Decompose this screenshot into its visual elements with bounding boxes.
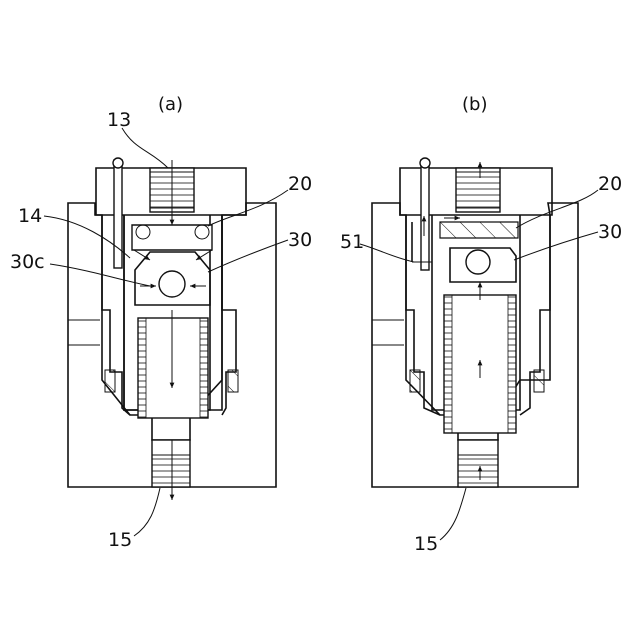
label-51: 51 (340, 231, 364, 253)
label-13: 13 (107, 109, 131, 131)
label-30-b: 30 (598, 221, 622, 243)
panel-b: (b) 20 51 30 15 (340, 94, 622, 555)
panel-b-caption: (b) (462, 94, 487, 115)
label-20-b: 20 (598, 173, 622, 195)
panel-a: (a) 13 14 20 30 30c 15 (10, 94, 312, 551)
label-30: 30 (288, 229, 312, 251)
label-15-a: 15 (108, 529, 132, 551)
panel-a-caption: (a) (158, 94, 183, 115)
label-30c: 30c (10, 251, 45, 273)
label-14: 14 (18, 205, 42, 227)
label-20: 20 (288, 173, 312, 195)
label-15-b: 15 (414, 533, 438, 555)
